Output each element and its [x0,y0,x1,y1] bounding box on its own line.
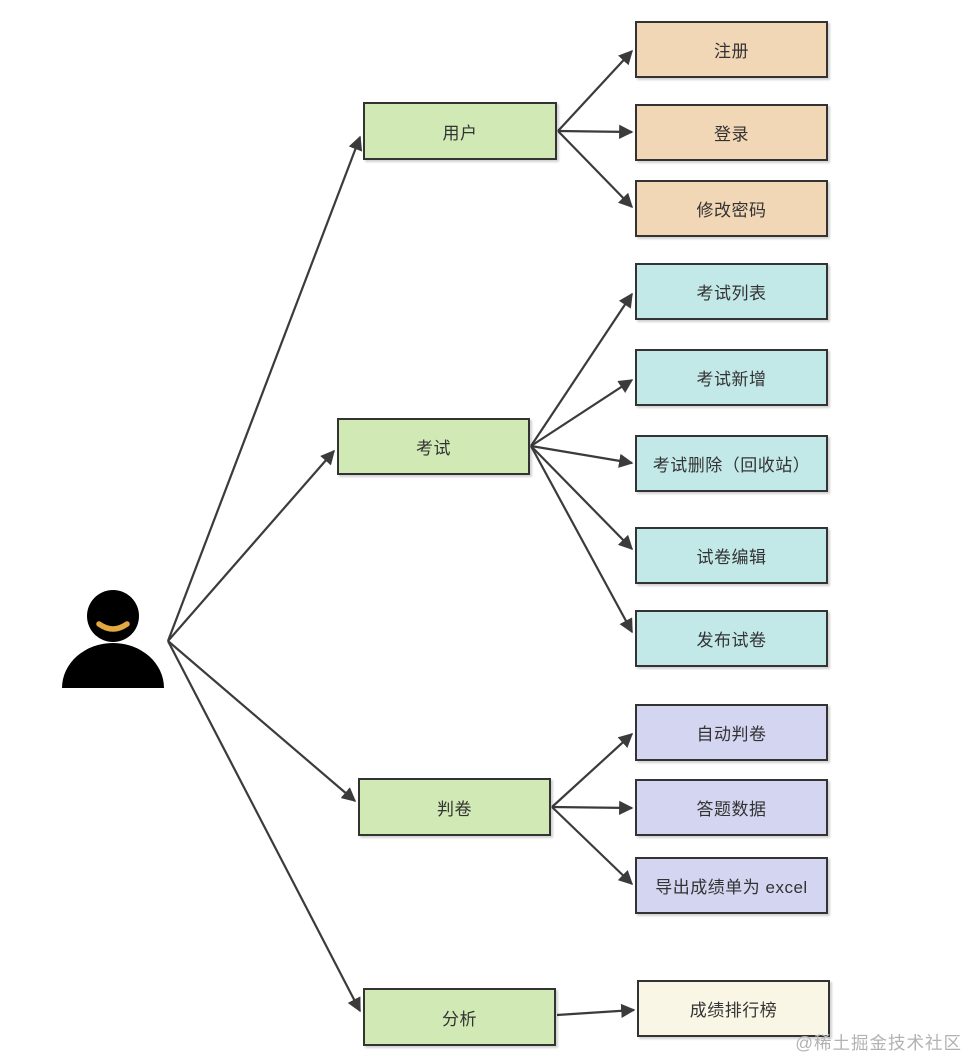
edge-person-exam [167,449,335,642]
watermark: @稀土掘金技术社区 [795,1033,962,1053]
edge-score-ranking [556,1003,636,1018]
edge-exam-delete [530,444,634,468]
edge-auto-grading [551,733,634,808]
node-change-password: 修改密码 [635,180,828,237]
node-paper-edit: 试卷编辑 [635,527,828,584]
node-exam: 考试 [337,418,530,475]
smile-icon [96,621,130,632]
node-paper-publish: 发布试卷 [635,610,828,667]
node-answer-data: 答题数据 [635,779,828,836]
node-grading: 判卷 [358,778,551,836]
edge-person-grading [167,640,357,802]
edge-paper-publish [530,445,633,634]
node-login: 登录 [635,104,828,161]
node-exam-create: 考试新增 [635,349,828,406]
edge-exam-list [530,292,633,447]
edge-paper-edit [530,445,634,551]
edge-user-login [557,124,634,139]
edge-export-excel [551,806,634,885]
node-exam-delete-recycle: 考试删除（回收站） [635,435,828,492]
node-score-ranking: 成绩排行榜 [637,980,830,1037]
node-export-excel: 导出成绩单为 excel [635,857,828,914]
edge-person-analysis [167,640,361,1013]
node-auto-grading: 自动判卷 [635,704,828,761]
edge-answer-data [551,800,634,815]
edge-person-user [166,135,363,642]
node-exam-list: 考试列表 [635,263,828,320]
node-analysis: 分析 [363,988,556,1046]
edge-exam-create [530,379,634,447]
node-user: 用户 [363,102,557,160]
edge-user-change-password [557,130,633,209]
person-icon [62,590,164,688]
node-register: 注册 [635,21,828,78]
edge-user-register [557,49,633,132]
